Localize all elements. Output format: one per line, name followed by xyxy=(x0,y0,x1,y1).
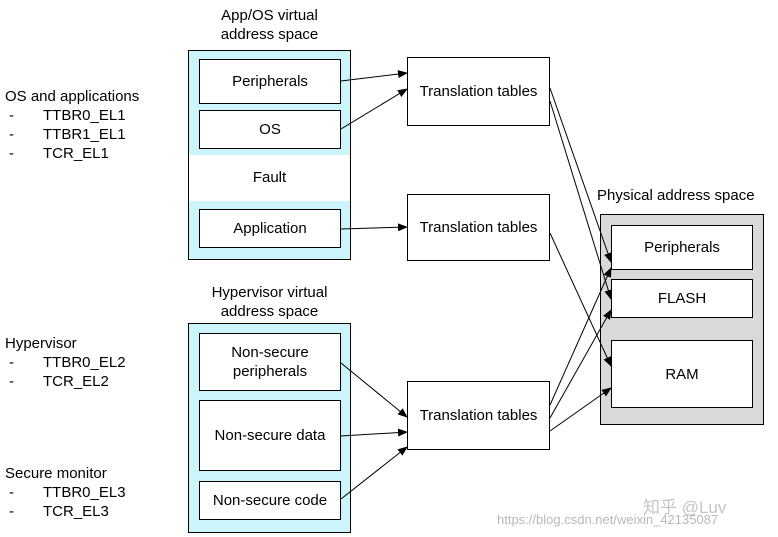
reg-ttbr0-el2: TTBR0_EL2 xyxy=(43,354,126,371)
arrow-ns-peripherals-to-tt3 xyxy=(340,362,408,418)
fault-label: Fault xyxy=(252,169,287,186)
reg-tcr-el1: TCR_EL1 xyxy=(43,145,109,162)
translation-tables-hyp-label: Translation tables xyxy=(419,407,538,424)
list-dash: - xyxy=(9,354,14,371)
app-space-title-line2: address space xyxy=(220,26,319,43)
watermark-url: https://blog.csdn.net/weixin_42135087 xyxy=(497,512,719,527)
hyp-space-title: Hypervisor virtual address space xyxy=(188,283,351,321)
os-apps-label: OS and applications xyxy=(5,88,140,105)
reg-ttbr0-el3: TTBR0_EL3 xyxy=(43,484,126,501)
app-space-title-line1: App/OS virtual xyxy=(221,7,318,24)
reg-tcr-el3: TCR_EL3 xyxy=(43,503,109,520)
app-peripherals-box: Peripherals xyxy=(199,59,341,104)
application-label: Application xyxy=(233,220,307,237)
ns-code-label: Non-secure code xyxy=(212,492,328,509)
list-dash: - xyxy=(9,107,14,124)
hyp-space-title-line2: address space xyxy=(220,303,319,320)
flash-label: FLASH xyxy=(657,290,707,307)
arrow-tt3-to-phys-peripherals xyxy=(549,267,612,406)
ns-peripherals-box: Non-secure peripherals xyxy=(199,333,341,391)
arrow-peripherals-to-tt1 xyxy=(340,70,408,82)
list-dash: - xyxy=(9,484,14,501)
ns-code-box: Non-secure code xyxy=(199,481,341,520)
ram-box: RAM xyxy=(611,340,753,408)
secure-monitor-reg-list: - TTBR0_EL3 - TCR_EL3 xyxy=(9,483,126,521)
hypervisor-label: Hypervisor xyxy=(5,335,77,352)
hyp-space-title-line1: Hypervisor virtual xyxy=(211,284,328,301)
reg-ttbr1-el1: TTBR1_EL1 xyxy=(43,126,126,143)
app-space-title: App/OS virtual address space xyxy=(188,6,351,44)
flash-box: FLASH xyxy=(611,279,753,318)
arrow-tt1-to-phys-peripherals xyxy=(549,87,612,263)
translation-tables-app: Translation tables xyxy=(407,194,550,261)
arrow-tt3-to-flash xyxy=(549,309,612,419)
app-peripherals-label: Peripherals xyxy=(232,73,308,90)
secure-monitor-label: Secure monitor xyxy=(5,465,107,482)
watermark-brand: 知乎 @Luv xyxy=(643,498,727,517)
list-dash: - xyxy=(9,503,14,520)
os-apps-reg-list: - TTBR0_EL1 - TTBR1_EL1 - TCR_EL1 xyxy=(9,106,126,163)
application-box: Application xyxy=(199,209,341,248)
arrow-tt1-to-flash xyxy=(549,100,613,300)
ram-label: RAM xyxy=(665,365,699,383)
list-dash: - xyxy=(9,126,14,143)
translation-tables-app-label: Translation tables xyxy=(419,219,538,236)
hypervisor-reg-list: - TTBR0_EL2 - TCR_EL2 xyxy=(9,353,126,391)
arrow-tt2-to-ram xyxy=(549,232,612,367)
ns-data-label: Non-secure data xyxy=(214,427,326,444)
arrow-os-to-tt1 xyxy=(340,88,408,130)
list-dash: - xyxy=(9,373,14,390)
os-box: OS xyxy=(199,110,341,149)
reg-tcr-el2: TCR_EL2 xyxy=(43,373,109,390)
translation-tables-os-label: Translation tables xyxy=(419,83,538,100)
translation-tables-hyp: Translation tables xyxy=(407,381,550,450)
arrow-application-to-tt2 xyxy=(340,223,408,232)
list-dash: - xyxy=(9,145,14,162)
arrow-ns-code-to-tt3 xyxy=(340,446,408,500)
os-label: OS xyxy=(259,121,281,138)
phys-space-title: Physical address space xyxy=(597,187,755,204)
ns-data-box: Non-secure data xyxy=(199,400,341,471)
phys-peripherals-box: Peripherals xyxy=(611,225,753,270)
arrow-ns-data-to-tt3 xyxy=(340,428,408,437)
phys-peripherals-label: Peripherals xyxy=(644,239,720,256)
arrow-tt3-to-ram xyxy=(549,387,612,432)
reg-ttbr0-el1: TTBR0_EL1 xyxy=(43,107,126,124)
ns-peripherals-line1: Non-secure xyxy=(231,344,309,361)
translation-tables-os: Translation tables xyxy=(407,57,550,126)
ns-peripherals-line2: peripherals xyxy=(232,363,308,380)
